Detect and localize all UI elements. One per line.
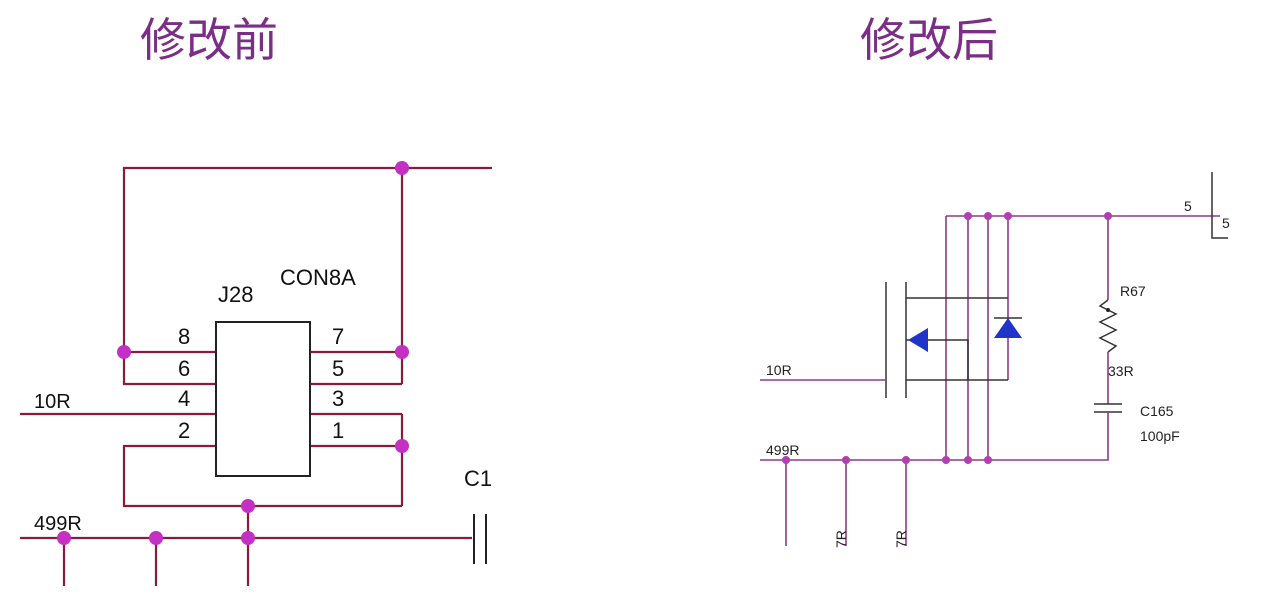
wire-top-loop	[122, 166, 492, 352]
mosfet-arrow	[908, 328, 928, 352]
connector-bracket	[1211, 172, 1228, 239]
wire-pin6	[122, 352, 216, 386]
pin-label-8: 8	[178, 324, 190, 349]
junction-dot	[149, 531, 163, 545]
junction-dot	[964, 212, 972, 220]
wire-rc-bottom	[946, 412, 1109, 461]
before-schematic: J28 CON8A 8 6 4 2 7 5 3 1 10R 499R C1	[20, 161, 492, 586]
connector-part: CON8A	[280, 265, 356, 290]
resistor-r67	[1098, 299, 1118, 353]
junction-dot	[984, 456, 992, 464]
cap-ref: C165	[1140, 403, 1174, 419]
after-schematic: 10R 499R R67 33R C165 100pF 5 5 7R 7R	[760, 172, 1230, 548]
junction-dot	[782, 456, 790, 464]
title-before: 修改前	[140, 13, 278, 67]
wire-pin2	[122, 444, 402, 508]
junction-dot	[241, 499, 255, 513]
net-label-499r: 499R	[34, 513, 82, 535]
junction-dot	[395, 345, 409, 359]
junction-dot	[1004, 212, 1012, 220]
pin-label-2: 2	[178, 418, 190, 443]
resistor-value: 33R	[1108, 363, 1134, 379]
junction-dot	[1104, 212, 1112, 220]
pin-label-3: 3	[332, 386, 344, 411]
resistor-marker	[1106, 308, 1110, 312]
pin-label-6: 6	[178, 356, 190, 381]
cap-value: 100pF	[1140, 428, 1180, 444]
junction-dot	[395, 161, 409, 175]
pin-label-left: 5	[1184, 198, 1192, 214]
net-label-10r: 10R	[34, 391, 71, 413]
pin-label-4: 4	[178, 386, 190, 411]
vertical-label-7r: 7R	[893, 530, 909, 548]
junction-dot	[117, 345, 131, 359]
vertical-label-7r: 7R	[833, 530, 849, 548]
net-label-10r: 10R	[766, 362, 792, 378]
junction-dot	[964, 456, 972, 464]
pin-label-1: 1	[332, 418, 344, 443]
junction-dot	[57, 531, 71, 545]
junction-dot	[395, 439, 409, 453]
body-diode-icon	[994, 318, 1022, 338]
pin-label-right: 5	[1222, 215, 1230, 231]
title-after: 修改后	[860, 13, 998, 67]
connector-ref: J28	[218, 282, 253, 307]
connector-j28-body	[215, 321, 311, 477]
resistor-ref: R67	[1120, 283, 1146, 299]
cap-ref-c1: C1	[464, 466, 492, 491]
net-label-499r: 499R	[766, 442, 799, 458]
pin-label-7: 7	[332, 324, 344, 349]
mosfet-body	[906, 339, 969, 380]
junction-dot	[984, 212, 992, 220]
junction-dot	[842, 456, 850, 464]
pin-label-5: 5	[332, 356, 344, 381]
junction-dot	[942, 456, 950, 464]
junction-dot	[902, 456, 910, 464]
junction-dot	[241, 531, 255, 545]
